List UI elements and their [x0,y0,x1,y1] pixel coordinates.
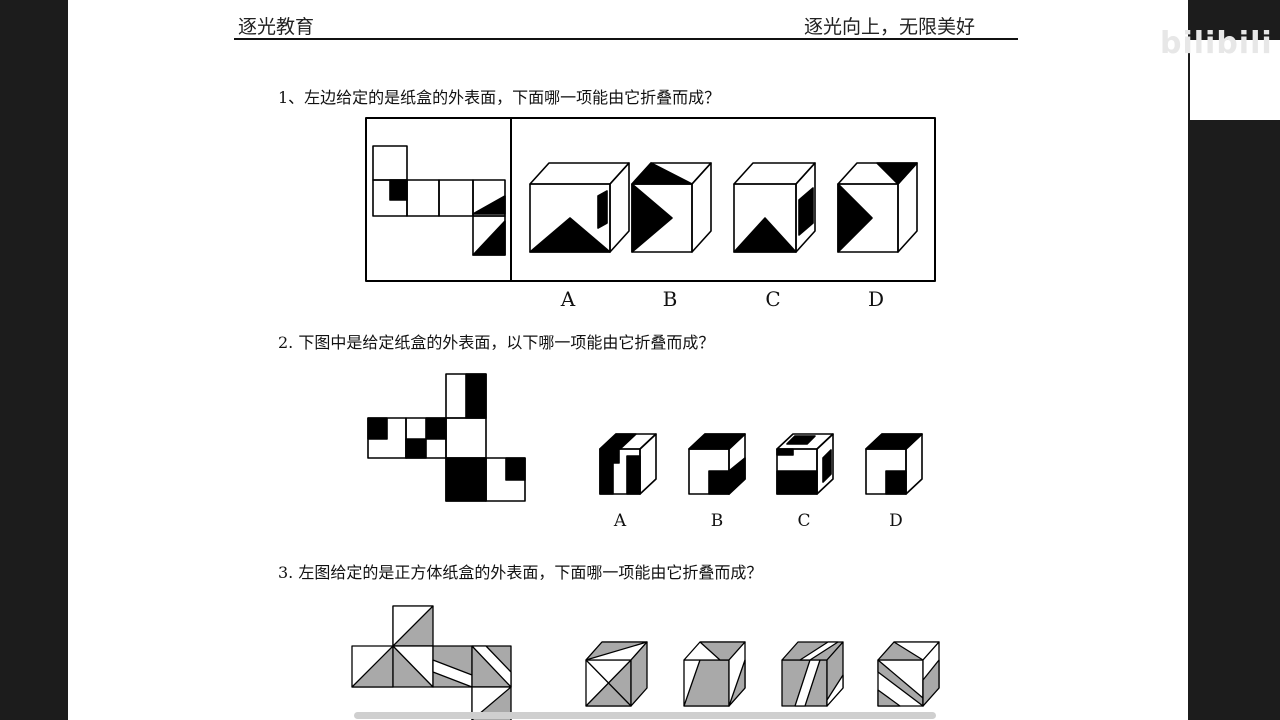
q1-option-a-label: A [560,287,576,311]
q1-option-d-label: D [867,287,885,311]
horizontal-scrollbar[interactable] [354,712,936,719]
q1-cube-d [837,162,918,253]
q1-cube-b [631,162,712,253]
q1-cube-a [529,162,630,253]
q2-net [367,373,526,502]
q3-cube-b [683,641,746,707]
question-2-text: 2. 下图中是给定纸盒的外表面，以下哪一项能由它折叠而成？ [278,333,715,352]
side-strip [1190,40,1280,120]
q3-net [351,605,512,720]
q2-cube-a [599,433,657,495]
q1-net [372,145,506,256]
q1-cube-c [733,162,816,253]
header-brand: 逐光教育 [238,16,315,38]
document-page [68,0,1188,720]
q1-frame [365,117,936,282]
q3-cube-d [877,641,940,707]
q1-option-c-label: C [765,287,781,311]
q2-option-a-label: A [613,511,627,531]
question-1-text: 1、左边给定的是纸盒的外表面，下面哪一项能由它折叠而成？ [278,88,721,107]
header-rule [234,38,1018,40]
header-slogan: 逐光向上，无限美好 [804,16,976,38]
q3-cube-a [585,641,648,707]
question-3-text: 3. 左图给定的是正方体纸盒的外表面，下面哪一项能由它折叠而成？ [278,563,763,582]
q1-option-b-label: B [662,287,678,311]
q2-cube-b [688,433,746,495]
q2-option-d-label: D [889,511,903,531]
q2-option-c-label: C [797,511,811,531]
q2-cube-c [776,433,834,495]
q3-cube-c [781,641,844,707]
bilibili-watermark: bilibili [1160,26,1273,61]
q2-option-b-label: B [710,511,724,531]
q2-cube-d [865,433,923,495]
